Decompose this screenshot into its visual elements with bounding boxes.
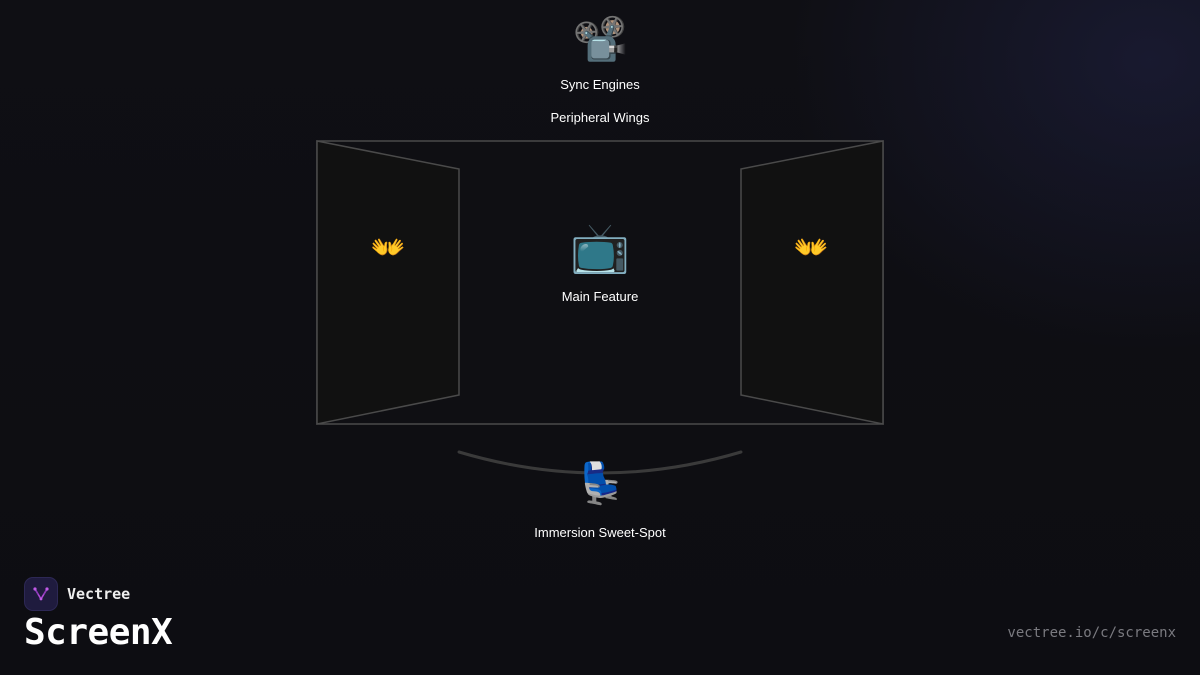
sweet-spot-label: Immersion Sweet-Spot [534, 525, 666, 540]
product-title: ScreenX [24, 612, 173, 653]
right-wing-hands-icon: 👐 [793, 231, 829, 264]
television-icon: 📺 [570, 220, 630, 276]
sweet-spot-arc [457, 450, 743, 475]
left-wing-panel [316, 140, 460, 425]
movie-camera-icon: 📽️ [572, 14, 628, 65]
vectree-logo-icon [24, 577, 58, 611]
source-url: vectree.io/c/screenx [1007, 625, 1176, 641]
peripheral-wings-label: Peripheral Wings [550, 110, 650, 125]
brand: Vectree [24, 577, 130, 611]
main-feature-label: Main Feature [561, 289, 639, 304]
brand-name: Vectree [67, 585, 131, 603]
seat-icon: 💺 [576, 461, 626, 507]
right-wing-panel [740, 140, 884, 425]
left-wing-hands-icon: 👐 [370, 231, 406, 264]
sync-engines-label: Sync Engines [560, 77, 640, 92]
